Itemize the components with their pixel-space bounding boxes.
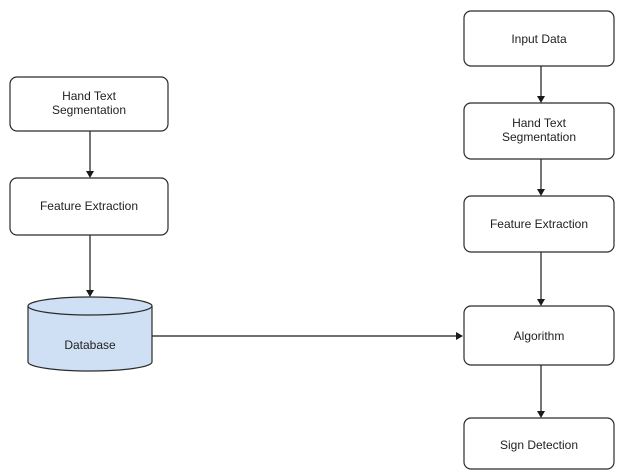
arrowhead-right-algorithm-to-detection	[537, 411, 545, 418]
node-right-feature-extraction-label: Feature Extraction	[490, 217, 588, 231]
node-right-hand-text-segmentation-label-line2: Segmentation	[502, 130, 576, 144]
database-cylinder-body	[27, 306, 153, 372]
node-input-data-label: Input Data	[511, 32, 567, 46]
node-algorithm-box	[463, 305, 615, 366]
database-cylinder-top	[27, 296, 153, 316]
arrowhead-right-seg-to-feat	[537, 189, 545, 196]
left-flow: Hand Text Segmentation Feature Extractio…	[9, 76, 169, 372]
node-left-hand-text-segmentation: Hand Text Segmentation	[9, 76, 169, 132]
node-input-data: Input Data	[463, 10, 615, 67]
node-sign-detection-label: Sign Detection	[500, 438, 578, 452]
node-left-hand-text-segmentation-box	[9, 76, 169, 132]
arrowhead-right-input-to-seg	[537, 96, 545, 103]
node-input-data-box	[463, 10, 615, 67]
node-right-hand-text-segmentation-label-line1: Hand Text	[512, 116, 566, 130]
node-database: Database	[27, 296, 153, 372]
node-left-hand-text-segmentation-label-line2: Segmentation	[52, 103, 126, 117]
node-right-hand-text-segmentation: Hand Text Segmentation	[463, 102, 615, 160]
node-left-feature-extraction: Feature Extraction	[9, 177, 169, 236]
node-algorithm-label: Algorithm	[514, 329, 565, 343]
node-right-feature-extraction: Feature Extraction	[463, 195, 615, 253]
node-algorithm: Algorithm	[463, 305, 615, 366]
node-left-feature-extraction-label: Feature Extraction	[40, 199, 138, 213]
node-right-hand-text-segmentation-box	[463, 102, 615, 160]
arrowhead-db-to-algorithm	[456, 332, 463, 340]
node-left-feature-extraction-box	[9, 177, 169, 236]
node-right-feature-extraction-box	[463, 195, 615, 253]
arrowhead-right-feat-to-algorithm	[537, 299, 545, 306]
arrowhead-left-feat-to-db	[86, 290, 94, 297]
node-left-hand-text-segmentation-label-line1: Hand Text	[62, 89, 116, 103]
arrowhead-left-seg-to-feat	[86, 171, 94, 178]
right-flow: Input Data Hand Text Segmentation Featur…	[463, 10, 615, 470]
node-sign-detection: Sign Detection	[463, 417, 615, 470]
edges	[86, 66, 545, 418]
node-database-label: Database	[64, 338, 116, 352]
node-sign-detection-box	[463, 417, 615, 470]
